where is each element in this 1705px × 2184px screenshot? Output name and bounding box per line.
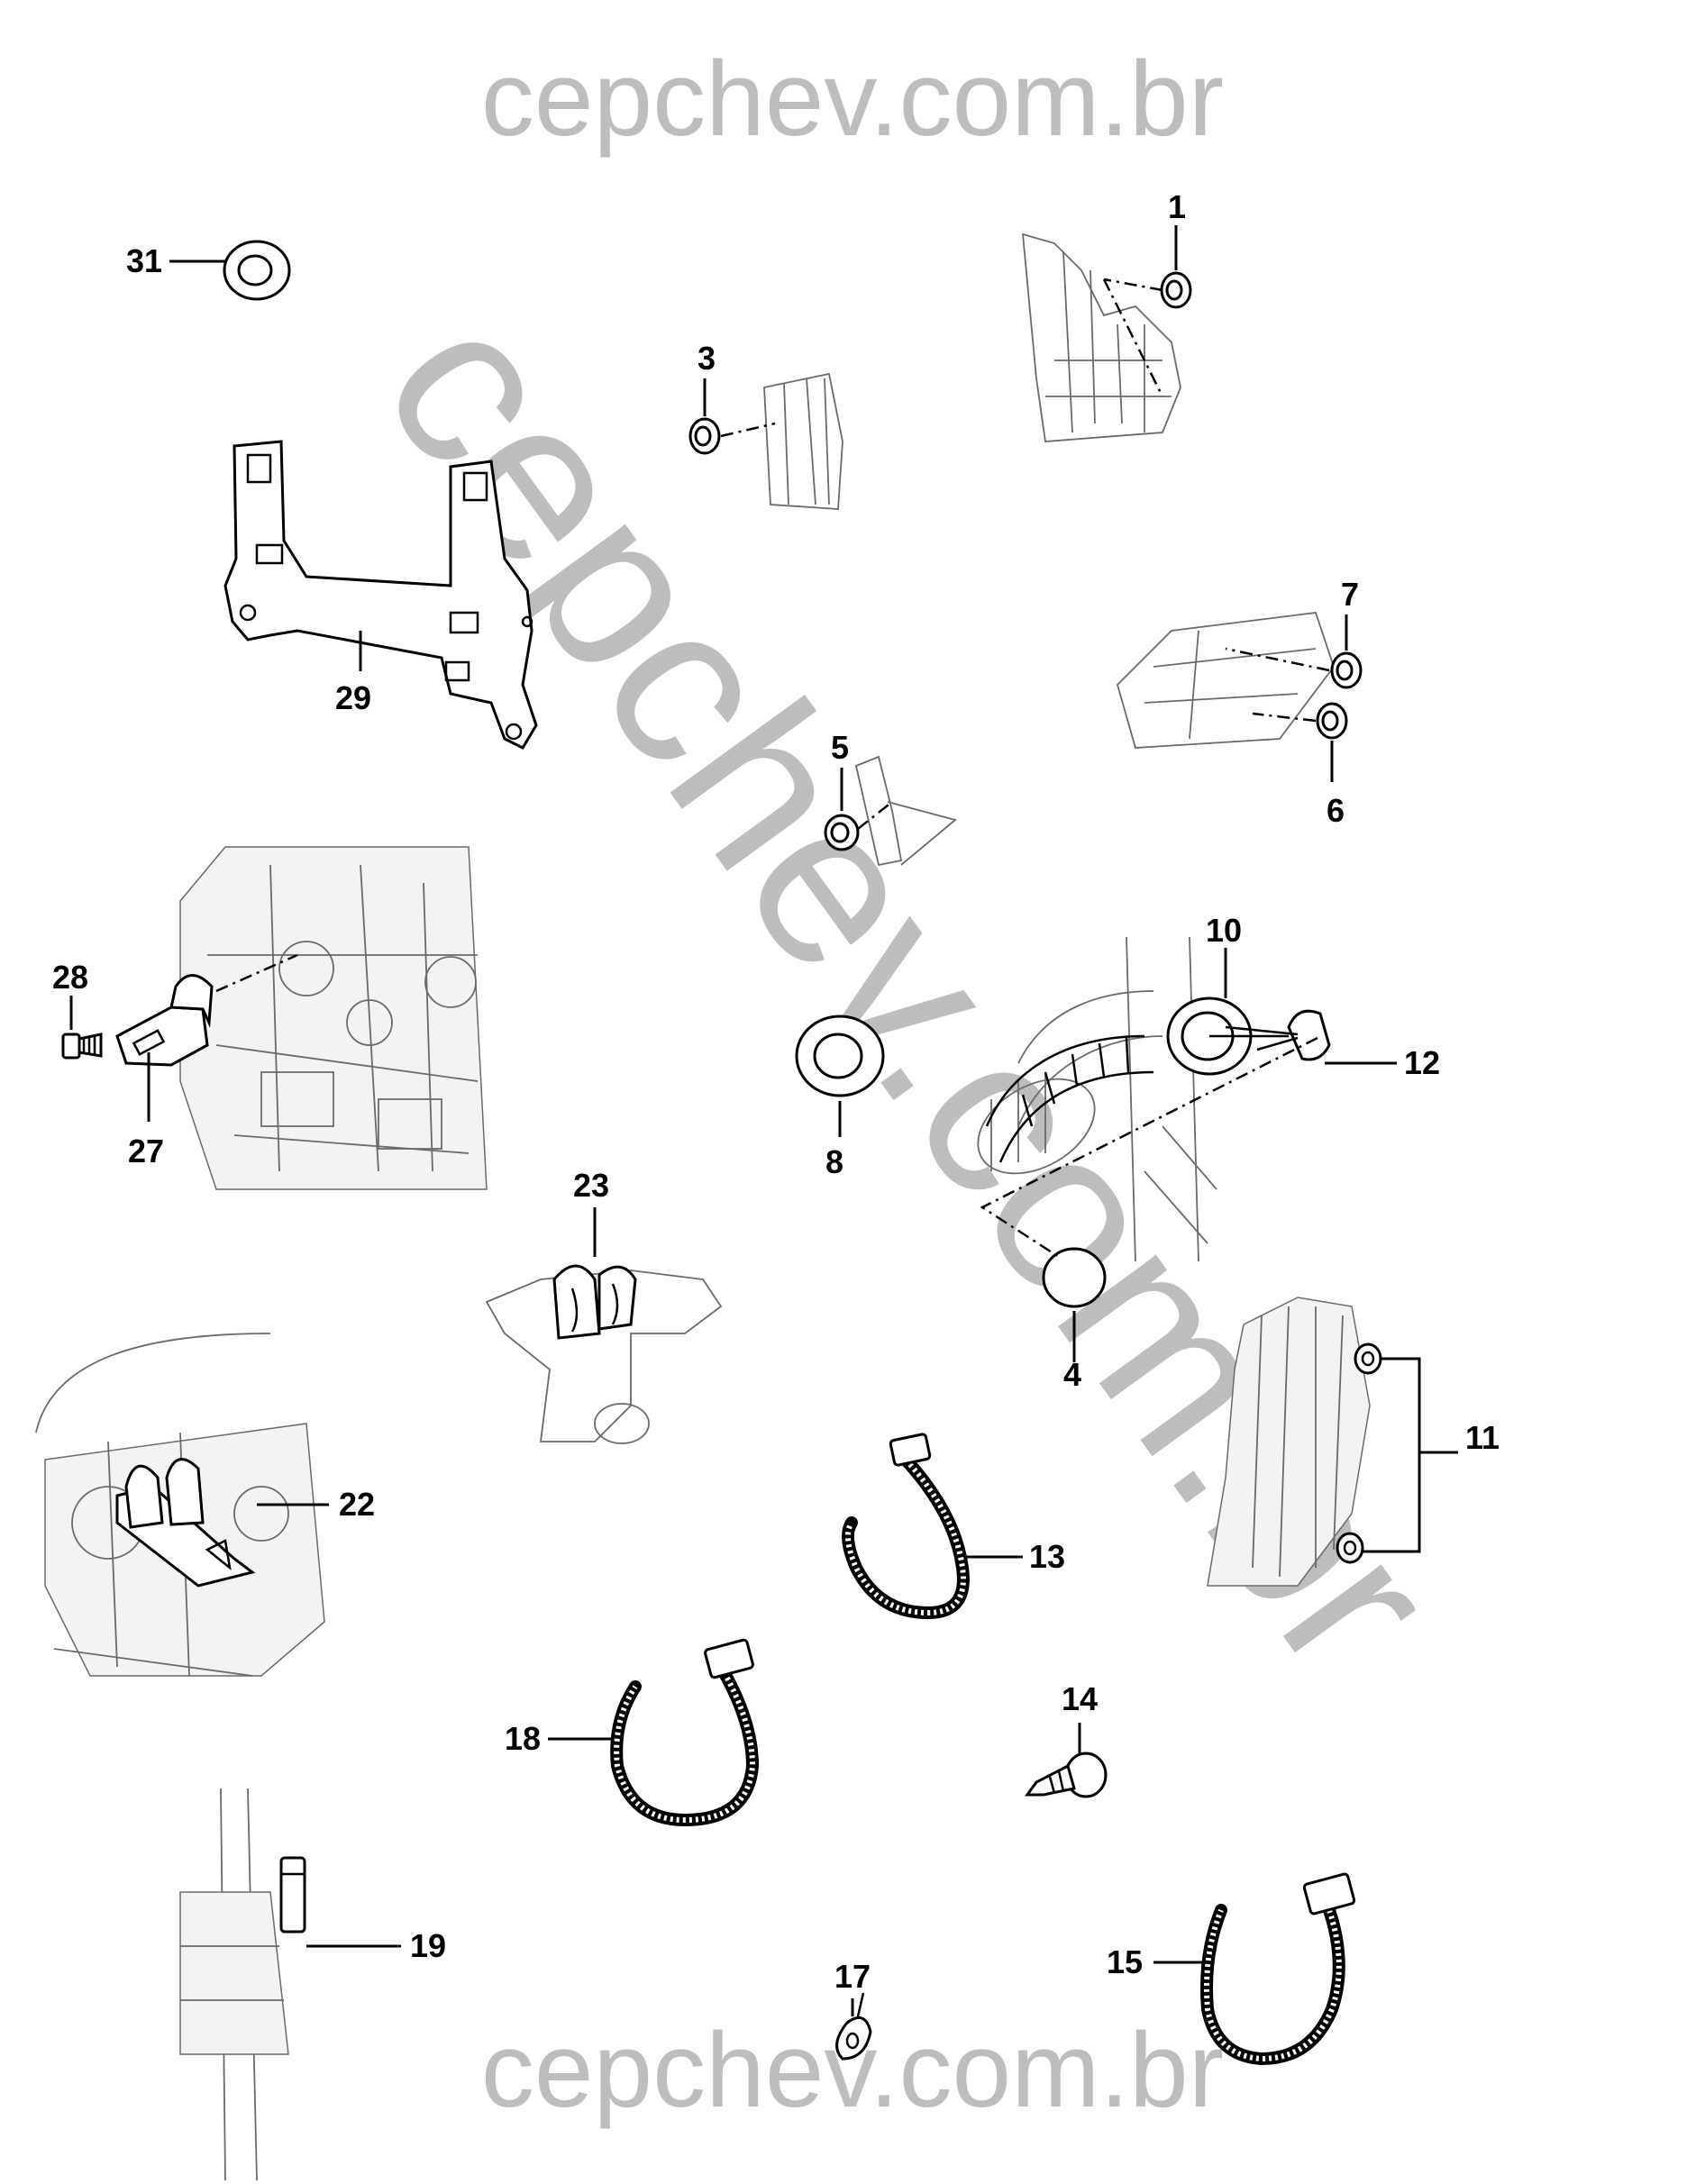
clip-icon (279, 1856, 306, 1934)
callout-6: 6 (1327, 792, 1345, 829)
context-harness-10 (977, 936, 1217, 1262)
callout-5: 5 (831, 729, 849, 766)
grommet-icon (1316, 702, 1348, 740)
callout-7: 7 (1341, 576, 1359, 613)
context-panel-3 (763, 372, 843, 510)
callout-18: 18 (505, 1720, 541, 1757)
callout-19: 19 (410, 1927, 446, 1964)
clip-icon (835, 1992, 872, 2061)
callout-1: 1 (1168, 188, 1186, 225)
callout-3: 3 (698, 340, 716, 377)
grommet-icon (223, 240, 291, 301)
grommet-icon (1160, 271, 1192, 309)
callout-13: 13 (1029, 1538, 1065, 1575)
cable-tie-icon (610, 1638, 760, 1827)
harness-icon (985, 1034, 1289, 1163)
bracket-icon (223, 440, 538, 750)
callout-17: 17 (834, 1958, 871, 1995)
cable-tie-icon (1200, 1872, 1356, 2066)
screw-icon (1025, 1752, 1108, 1798)
context-panel-11 (1207, 1297, 1371, 1587)
clip-icon (115, 1458, 256, 1588)
context-panel-6-7 (1116, 612, 1336, 749)
grommet-icon (1042, 1247, 1107, 1308)
callout-29: 29 (335, 679, 371, 716)
context-engine-27 (179, 846, 488, 1190)
bracket-icon (115, 974, 214, 1067)
callout-15: 15 (1107, 1943, 1143, 1980)
clip-icon (1336, 1532, 1364, 1564)
grommet-icon (824, 814, 860, 851)
cable-tie-icon (842, 1433, 970, 1620)
clip-icon (1225, 1009, 1331, 1061)
grommet-icon (795, 1015, 885, 1097)
clip-icon (552, 1264, 637, 1340)
clip-icon (1354, 1342, 1382, 1375)
context-panel-5 (854, 755, 957, 867)
callout-31: 31 (126, 242, 162, 279)
context-panel-1 (1021, 232, 1181, 442)
callout-10: 10 (1206, 912, 1242, 949)
callout-4: 4 (1063, 1356, 1081, 1393)
screw-icon (61, 1033, 103, 1060)
callout-12: 12 (1404, 1044, 1440, 1081)
watermark-top: cepchev.com.br (481, 40, 1224, 159)
leader-lines (69, 225, 1458, 2016)
callout-27: 27 (128, 1133, 164, 1169)
callout-11: 11 (1465, 1419, 1500, 1456)
callout-28: 28 (52, 959, 88, 996)
grommet-icon (688, 417, 721, 455)
callout-14: 14 (1062, 1680, 1098, 1717)
context-mount-23 (485, 1269, 723, 1444)
callout-8: 8 (825, 1143, 843, 1180)
callout-23: 23 (573, 1167, 609, 1204)
context-harness-19 (179, 1788, 289, 2181)
callout-22: 22 (339, 1486, 375, 1523)
grommet-icon (1330, 651, 1363, 689)
